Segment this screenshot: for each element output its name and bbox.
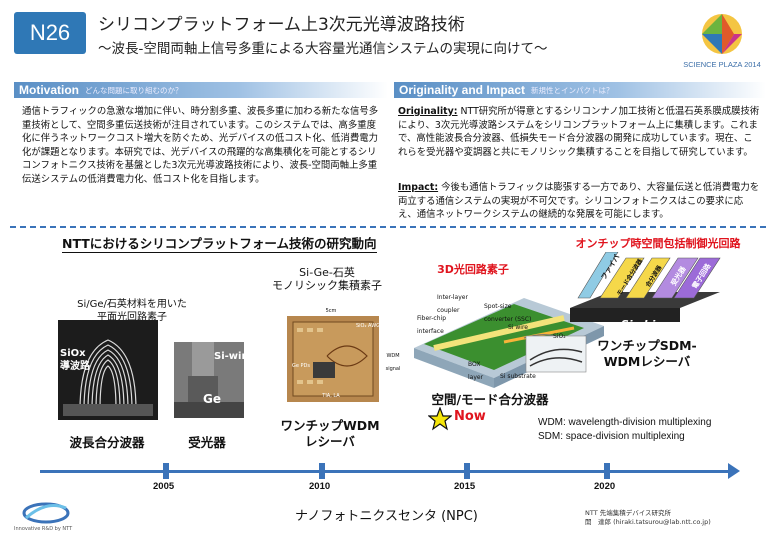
originality-body: NTT研究所が得意とするシリコンナノ加工技術と低温石英系膜成膜技術により、3次元… xyxy=(398,106,760,158)
motivation-heading-jp: どんな問題に取り組むのか？ xyxy=(85,85,183,95)
label-sige-devices: Si/Ge/石英材料を用いた 平面光回路素子 xyxy=(77,299,187,323)
originality-label: Originality: xyxy=(398,106,458,117)
caption-onchip-sdm-receiver: ワンチップSDM- WDMレシーバ xyxy=(597,338,697,369)
originality-heading-text: Originality and Impact xyxy=(399,83,526,97)
timeline-year: 2005 xyxy=(153,481,175,492)
chip-label-ge-pds: Ge PDs xyxy=(291,363,310,369)
label-monolithic: Si-Ge-石英 モノリシック集積素子 xyxy=(272,266,382,292)
chip-label-wdm-signal: WDM signal xyxy=(385,353,401,372)
page-title: シリコンプラットフォーム上3次元光導波路技術 xyxy=(98,15,465,35)
chip-label-tia: TIA, LA xyxy=(322,393,340,399)
timeline-axis xyxy=(40,470,730,473)
section-divider xyxy=(10,226,766,228)
poster-number-badge: N26 xyxy=(14,12,86,54)
monolithic-chip-photo xyxy=(287,316,379,402)
footer-lab: NTT 先端集積デバイス研究所 xyxy=(585,509,672,517)
originality-heading: Originality and Impact 新規性とインパクトは？ xyxy=(394,82,766,98)
timeline-tick xyxy=(464,463,470,479)
science-plaza-logo-text: SCIENCE PLAZA 2014 xyxy=(683,60,761,69)
legend-wdm: WDM: wavelength-division multiplexing xyxy=(538,417,712,428)
caption-space-mode-mux: 空間/モード合分波器 xyxy=(431,392,549,407)
impact-text: Impact: 今後も通信トラフィックは膨張する一方であり、大容量伝送と低消費電… xyxy=(398,181,760,222)
footer-contact: NTT 先端集積デバイス研究所 開 達郎 (hiraki.tatsurou@la… xyxy=(585,509,711,527)
footer-center-name: ナノフォトニクスセンタ (NPC) xyxy=(295,509,478,524)
originality-heading-jp: 新規性とインパクトは？ xyxy=(531,85,614,95)
si-chip-diagram xyxy=(570,252,721,322)
photo-siox-label: SiOx 導波路 xyxy=(60,348,90,372)
motivation-heading-text: Motivation xyxy=(19,83,79,97)
diagram-si-wire-label: Si wire xyxy=(508,324,528,331)
wdm-device-photo xyxy=(58,320,158,420)
timeline-tick xyxy=(604,463,610,479)
science-plaza-logo-icon xyxy=(702,14,742,54)
caption-photodetector: 受光器 xyxy=(188,435,226,450)
label-3d-circuit: 3D光回路素子 xyxy=(437,263,509,276)
legend-sdm: SDM: space-division multiplexing xyxy=(538,431,685,442)
diagram-spot-size-label: Spot-size converter (SSC) xyxy=(484,303,532,323)
photo-siwire-label: Si-wire xyxy=(214,351,254,362)
timeline-tick xyxy=(163,463,169,479)
trend-title: NTTにおけるシリコンプラットフォーム技術の研究動向 xyxy=(62,233,377,253)
diagram-box-layer-label: BOX layer xyxy=(468,361,484,381)
photodetector-photo xyxy=(174,342,244,418)
timeline-year: 2015 xyxy=(454,481,476,492)
timeline-tick xyxy=(319,463,325,479)
caption-onchip-wdm-receiver: ワンチップWDM レシーバ xyxy=(280,418,380,449)
timeline-year: 2020 xyxy=(594,481,616,492)
originality-text: Originality: NTT研究所が得意とするシリコンナノ加工技術と低温石英… xyxy=(398,105,760,159)
chip-label-awg: SiO₂ AWG xyxy=(355,323,381,329)
impact-body: 今後も通信トラフィックは膨張する一方であり、大容量伝送と低消費電力を両立する通信… xyxy=(398,182,760,220)
diagram-si-chip-label: Si-chip xyxy=(620,318,664,331)
diagram-si-substrate-label: Si substrate xyxy=(500,373,536,380)
motivation-text: 通信トラフィックの急激な増加に伴い、時分割多重、波長多重に加わる新たな信号多重技… xyxy=(22,106,379,185)
now-star-icon xyxy=(428,407,452,431)
chip-label-scale: 5cm xyxy=(325,308,337,314)
diagram-fiber-chip-label: Fiber-chip interface xyxy=(417,315,447,335)
motivation-heading: Motivation どんな問題に取り組むのか？ xyxy=(14,82,388,98)
diagram-inter-layer-label: Inter-layer coupler xyxy=(437,294,468,314)
timeline-year: 2010 xyxy=(309,481,331,492)
ntt-caption: Innovative R&D by NTT xyxy=(14,526,73,532)
label-onchip-spatiotemporal: オンチップ時空間包括制御光回路 xyxy=(575,237,741,250)
caption-wavelength-mux: 波長合分波器 xyxy=(69,435,145,450)
page-subtitle: ～波長-空間両軸上信号多重による大容量光通信システムの実現に向けて～ xyxy=(98,41,548,57)
timeline-arrow-icon xyxy=(728,463,740,479)
3d-circuit-diagram xyxy=(414,298,604,388)
ntt-logo-icon xyxy=(22,502,70,524)
impact-label: Impact: xyxy=(398,182,439,193)
diagram-sio2-label: SiO₂ xyxy=(553,333,566,340)
now-label: Now xyxy=(454,409,486,424)
footer-person: 開 達郎 (hiraki.tatsurou@lab.ntt.co.jp) xyxy=(585,518,711,526)
photo-ge-label: Ge xyxy=(203,392,221,406)
